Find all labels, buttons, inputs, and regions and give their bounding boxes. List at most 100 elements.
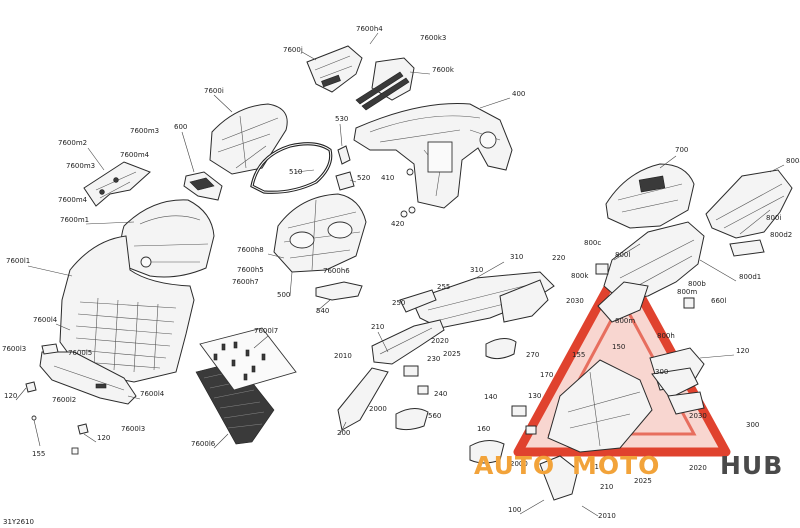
part-210	[371, 319, 445, 365]
part-800d2	[729, 239, 765, 257]
callout-label-7600m3b: 7600m3	[66, 162, 95, 170]
callout-label-7600i: 7600i	[204, 87, 224, 95]
callout-label-2010b: 2010	[598, 512, 616, 520]
callout-label-7600h8: 7600h8	[237, 246, 264, 254]
part-500	[273, 193, 367, 273]
callout-label-7600l5: 7600l5	[68, 349, 92, 357]
callout-label-270: 270	[526, 351, 539, 359]
callout-label-800h: 800h	[657, 332, 675, 340]
part-200	[337, 367, 389, 431]
part-510	[250, 142, 333, 194]
callout-label-120c: 120	[97, 434, 110, 442]
part-130-140	[511, 405, 537, 435]
callout-label-300: 300	[655, 368, 668, 376]
callout-label-2020: 2020	[431, 337, 449, 345]
part-7600l2	[39, 351, 137, 405]
part-560	[395, 408, 429, 431]
callout-label-600: 600	[174, 123, 187, 131]
diagram-reference-code: 31Y2610	[3, 518, 34, 526]
part-230-240	[403, 365, 429, 395]
callout-label-7600l4b: 7600l4	[140, 390, 165, 398]
part-660l	[683, 297, 695, 309]
part-120-front	[25, 381, 89, 435]
leader-lines	[15, 32, 785, 517]
callout-label-420: 420	[391, 220, 404, 228]
watermark-moto: MOTO	[572, 451, 660, 480]
callout-label-800l: 800l	[615, 251, 630, 259]
part-160	[469, 440, 505, 464]
callout-label-160: 160	[477, 425, 490, 433]
callout-label-7600h5: 7600h5	[237, 266, 264, 274]
part-540	[315, 281, 363, 301]
watermark-hub: HUB	[720, 451, 783, 480]
callout-label-7600k3: 7600k3	[420, 34, 446, 42]
watermark-text: AUTO MOTO HUB	[474, 451, 783, 480]
part-410	[400, 168, 416, 218]
callout-label-800m2: 800m	[615, 317, 635, 325]
callout-label-2030b: 2030	[689, 412, 707, 420]
part-800c	[595, 263, 609, 275]
callout-label-2000b: 2000	[510, 460, 528, 468]
callout-label-7600h6: 7600h6	[323, 267, 350, 275]
callout-label-255: 255	[437, 283, 450, 291]
callout-label-220: 220	[552, 254, 565, 262]
part-100	[539, 455, 579, 501]
part-2030b	[667, 391, 705, 415]
callout-label-300b: 300	[746, 421, 759, 429]
callout-label-800c: 800c	[584, 239, 601, 247]
part-400	[353, 103, 513, 209]
callout-label-210: 210	[371, 323, 384, 331]
part-7600l1	[59, 235, 195, 383]
callout-label-2025b: 2025	[634, 477, 652, 485]
callout-label-700: 700	[675, 146, 688, 154]
callout-label-800a: 800a	[786, 157, 800, 165]
callout-label-240: 240	[434, 390, 447, 398]
callout-label-2010: 2010	[334, 352, 352, 360]
callout-label-100: 100	[508, 506, 521, 514]
callout-label-7600h4: 7600h4	[356, 25, 383, 33]
callout-label-800b: 800b	[688, 280, 706, 288]
part-7600l3	[41, 343, 59, 355]
part-7600m2	[83, 161, 151, 207]
part-310	[411, 271, 555, 329]
callout-label-2030: 2030	[566, 297, 584, 305]
part-110	[547, 359, 653, 453]
part-800a	[705, 169, 793, 239]
part-520	[335, 171, 355, 191]
watermark-auto: AUTO	[474, 451, 555, 480]
part-600	[183, 171, 223, 201]
callout-label-7600l1: 7600l1	[6, 257, 30, 265]
callout-label-560: 560	[428, 412, 441, 420]
callout-label-7600l7: 7600l7	[254, 327, 278, 335]
part-700	[605, 163, 695, 229]
callout-label-110: 110	[590, 463, 603, 471]
callout-label-7600l2: 7600l2	[52, 396, 76, 404]
part-530	[337, 145, 351, 165]
callout-label-7600l6: 7600l6	[191, 440, 216, 448]
callout-label-7600m4b: 7600m4	[58, 196, 88, 204]
part-250	[399, 289, 437, 313]
callout-label-150: 150	[612, 343, 625, 351]
callout-label-130: 130	[528, 392, 541, 400]
callout-label-7600j: 7600j	[283, 46, 303, 54]
callout-label-660l: 660l	[711, 297, 726, 305]
callout-label-510: 510	[289, 168, 302, 176]
callout-label-140: 140	[484, 393, 497, 401]
part-300	[651, 367, 699, 399]
callout-label-2025: 2025	[443, 350, 461, 358]
callout-label-7600l3b: 7600l3	[121, 425, 145, 433]
callout-label-7600k: 7600k	[432, 66, 455, 74]
callout-label-800d1: 800d1	[739, 273, 761, 281]
callout-label-7600m2: 7600m2	[58, 139, 87, 147]
callout-label-7600m1: 7600m1	[60, 216, 89, 224]
callout-label-7600l4: 7600l4	[33, 316, 58, 324]
part-7600k	[355, 57, 415, 111]
callout-label-540: 540	[316, 307, 329, 315]
callout-label-800d2: 800d2	[770, 231, 792, 239]
callout-label-800k: 800k	[571, 272, 589, 280]
part-7600j	[306, 45, 363, 93]
callout-label-210b: 210	[600, 483, 613, 491]
callout-label-7600m4: 7600m4	[120, 151, 150, 159]
callout-label-155b: 155	[32, 450, 45, 458]
